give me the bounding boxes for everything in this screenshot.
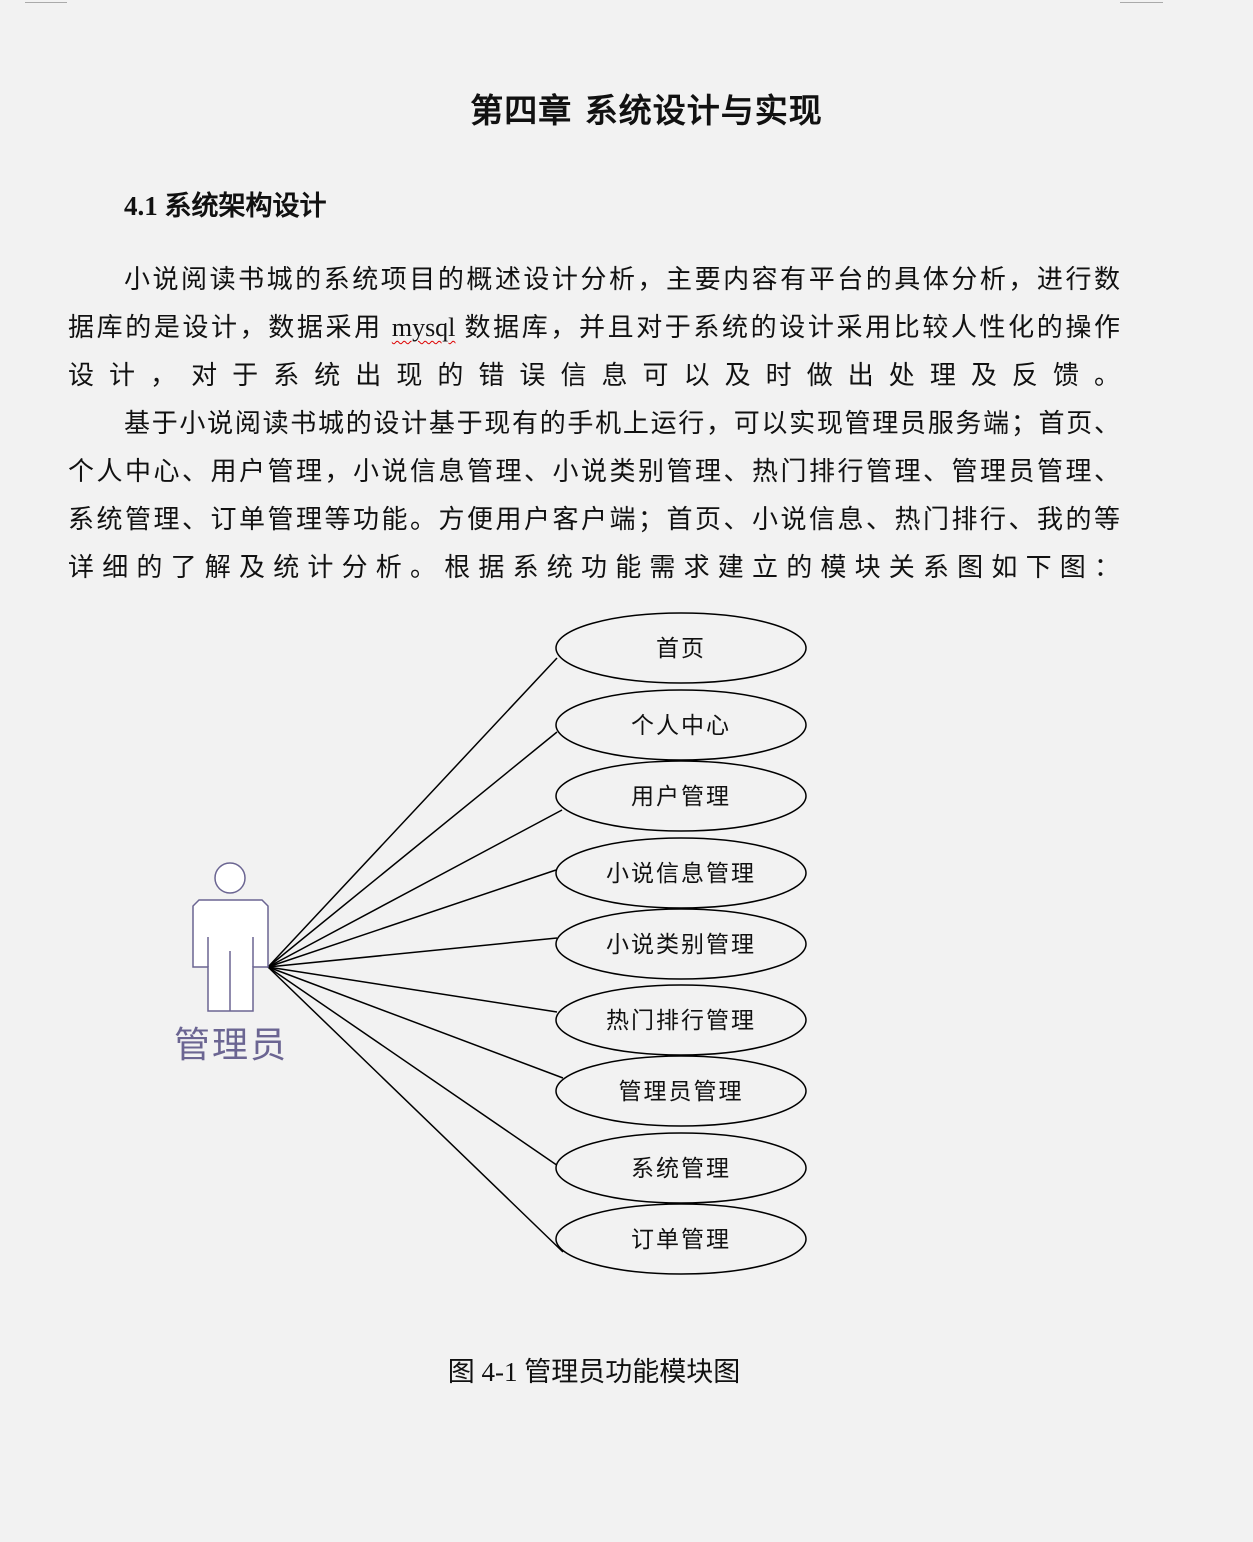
text-segment: 系统管理、订单管理等功能。方便用户客户端；首页、小说信息、热门排行、我的等	[68, 505, 1120, 534]
paragraph-line: 系统管理、订单管理等功能。方便用户客户端；首页、小说信息、热门排行、我的等	[68, 496, 1120, 544]
text-segment: 个人中心、用户管理，小说信息管理、小说类别管理、热门排行管理、管理员管理、	[68, 457, 1120, 486]
actor-label: 管理员	[174, 1025, 288, 1065]
actor-limbs	[207, 937, 254, 1011]
paragraph-line: 详细的了解及统计分析。根据系统功能需求建立的模块关系图如下图：	[68, 544, 1120, 592]
use-case-label: 订单管理	[631, 1227, 731, 1252]
use-case-label: 系统管理	[631, 1156, 731, 1181]
text-segment: 基于小说阅读书城的设计基于现有的手机上运行，可以实现管理员服务端；首页、	[124, 409, 1120, 438]
paragraph-line: 小说阅读书城的系统项目的概述设计分析，主要内容有平台的具体分析，进行数	[124, 256, 1120, 304]
use-case-ellipse	[555, 908, 807, 980]
paragraph-line: 基于小说阅读书城的设计基于现有的手机上运行，可以实现管理员服务端；首页、	[124, 400, 1120, 448]
use-case-label: 管理员管理	[619, 1079, 744, 1104]
text-segment: 设计，对于系统出现的错误信息可以及时做出处理及反馈。	[68, 361, 1120, 390]
use-case-ellipse	[555, 612, 807, 684]
section-heading: 4.1 系统架构设计	[124, 191, 327, 221]
use-case-ellipse	[555, 689, 807, 761]
association-line	[267, 966, 564, 1079]
figure-caption: 图 4-1 管理员功能模块图	[447, 1357, 741, 1387]
use-case-label: 用户管理	[631, 784, 731, 809]
use-case-ellipse	[555, 1055, 807, 1127]
text-segment: 小说阅读书城的系统项目的概述设计分析，主要内容有平台的具体分析，进行数	[124, 265, 1120, 294]
association-line	[267, 731, 558, 968]
use-case-ellipse	[555, 1132, 807, 1204]
use-case-ellipse	[555, 1203, 807, 1275]
use-case-label: 小说信息管理	[606, 861, 756, 886]
paragraph-line: 个人中心、用户管理，小说信息管理、小说类别管理、热门排行管理、管理员管理、	[68, 448, 1120, 496]
page-corner-mark-left	[25, 0, 67, 3]
spellcheck-word: mysql	[391, 313, 456, 342]
use-case-label: 小说类别管理	[606, 932, 756, 957]
text-segment: 据库的是设计，数据采用	[68, 313, 392, 342]
association-line	[267, 937, 558, 968]
association-line	[267, 966, 558, 1013]
use-case-label: 个人中心	[631, 713, 731, 738]
page-corner-mark-right	[1120, 0, 1163, 3]
use-case-label: 热门排行管理	[606, 1008, 756, 1033]
association-line	[267, 809, 563, 968]
chapter-title: 第四章 系统设计与实现	[470, 91, 823, 130]
paragraph-line: 设计，对于系统出现的错误信息可以及时做出处理及反馈。	[68, 352, 1120, 400]
actor-head-icon	[214, 862, 246, 894]
use-case-ellipse	[555, 984, 807, 1056]
paragraph-line: 据库的是设计，数据采用 mysql 数据库，并且对于系统的设计采用比较人性化的操…	[68, 304, 1120, 352]
association-line	[267, 966, 562, 1169]
association-line	[267, 657, 558, 968]
association-line	[267, 966, 564, 1253]
text-segment: 数据库，并且对于系统的设计采用比较人性化的操作	[455, 313, 1120, 342]
use-case-ellipse	[555, 837, 807, 909]
use-case-ellipse	[555, 760, 807, 832]
text-segment: 详细的了解及统计分析。根据系统功能需求建立的模块关系图如下图：	[68, 553, 1120, 582]
use-case-label: 首页	[656, 636, 706, 661]
association-line	[267, 869, 557, 968]
